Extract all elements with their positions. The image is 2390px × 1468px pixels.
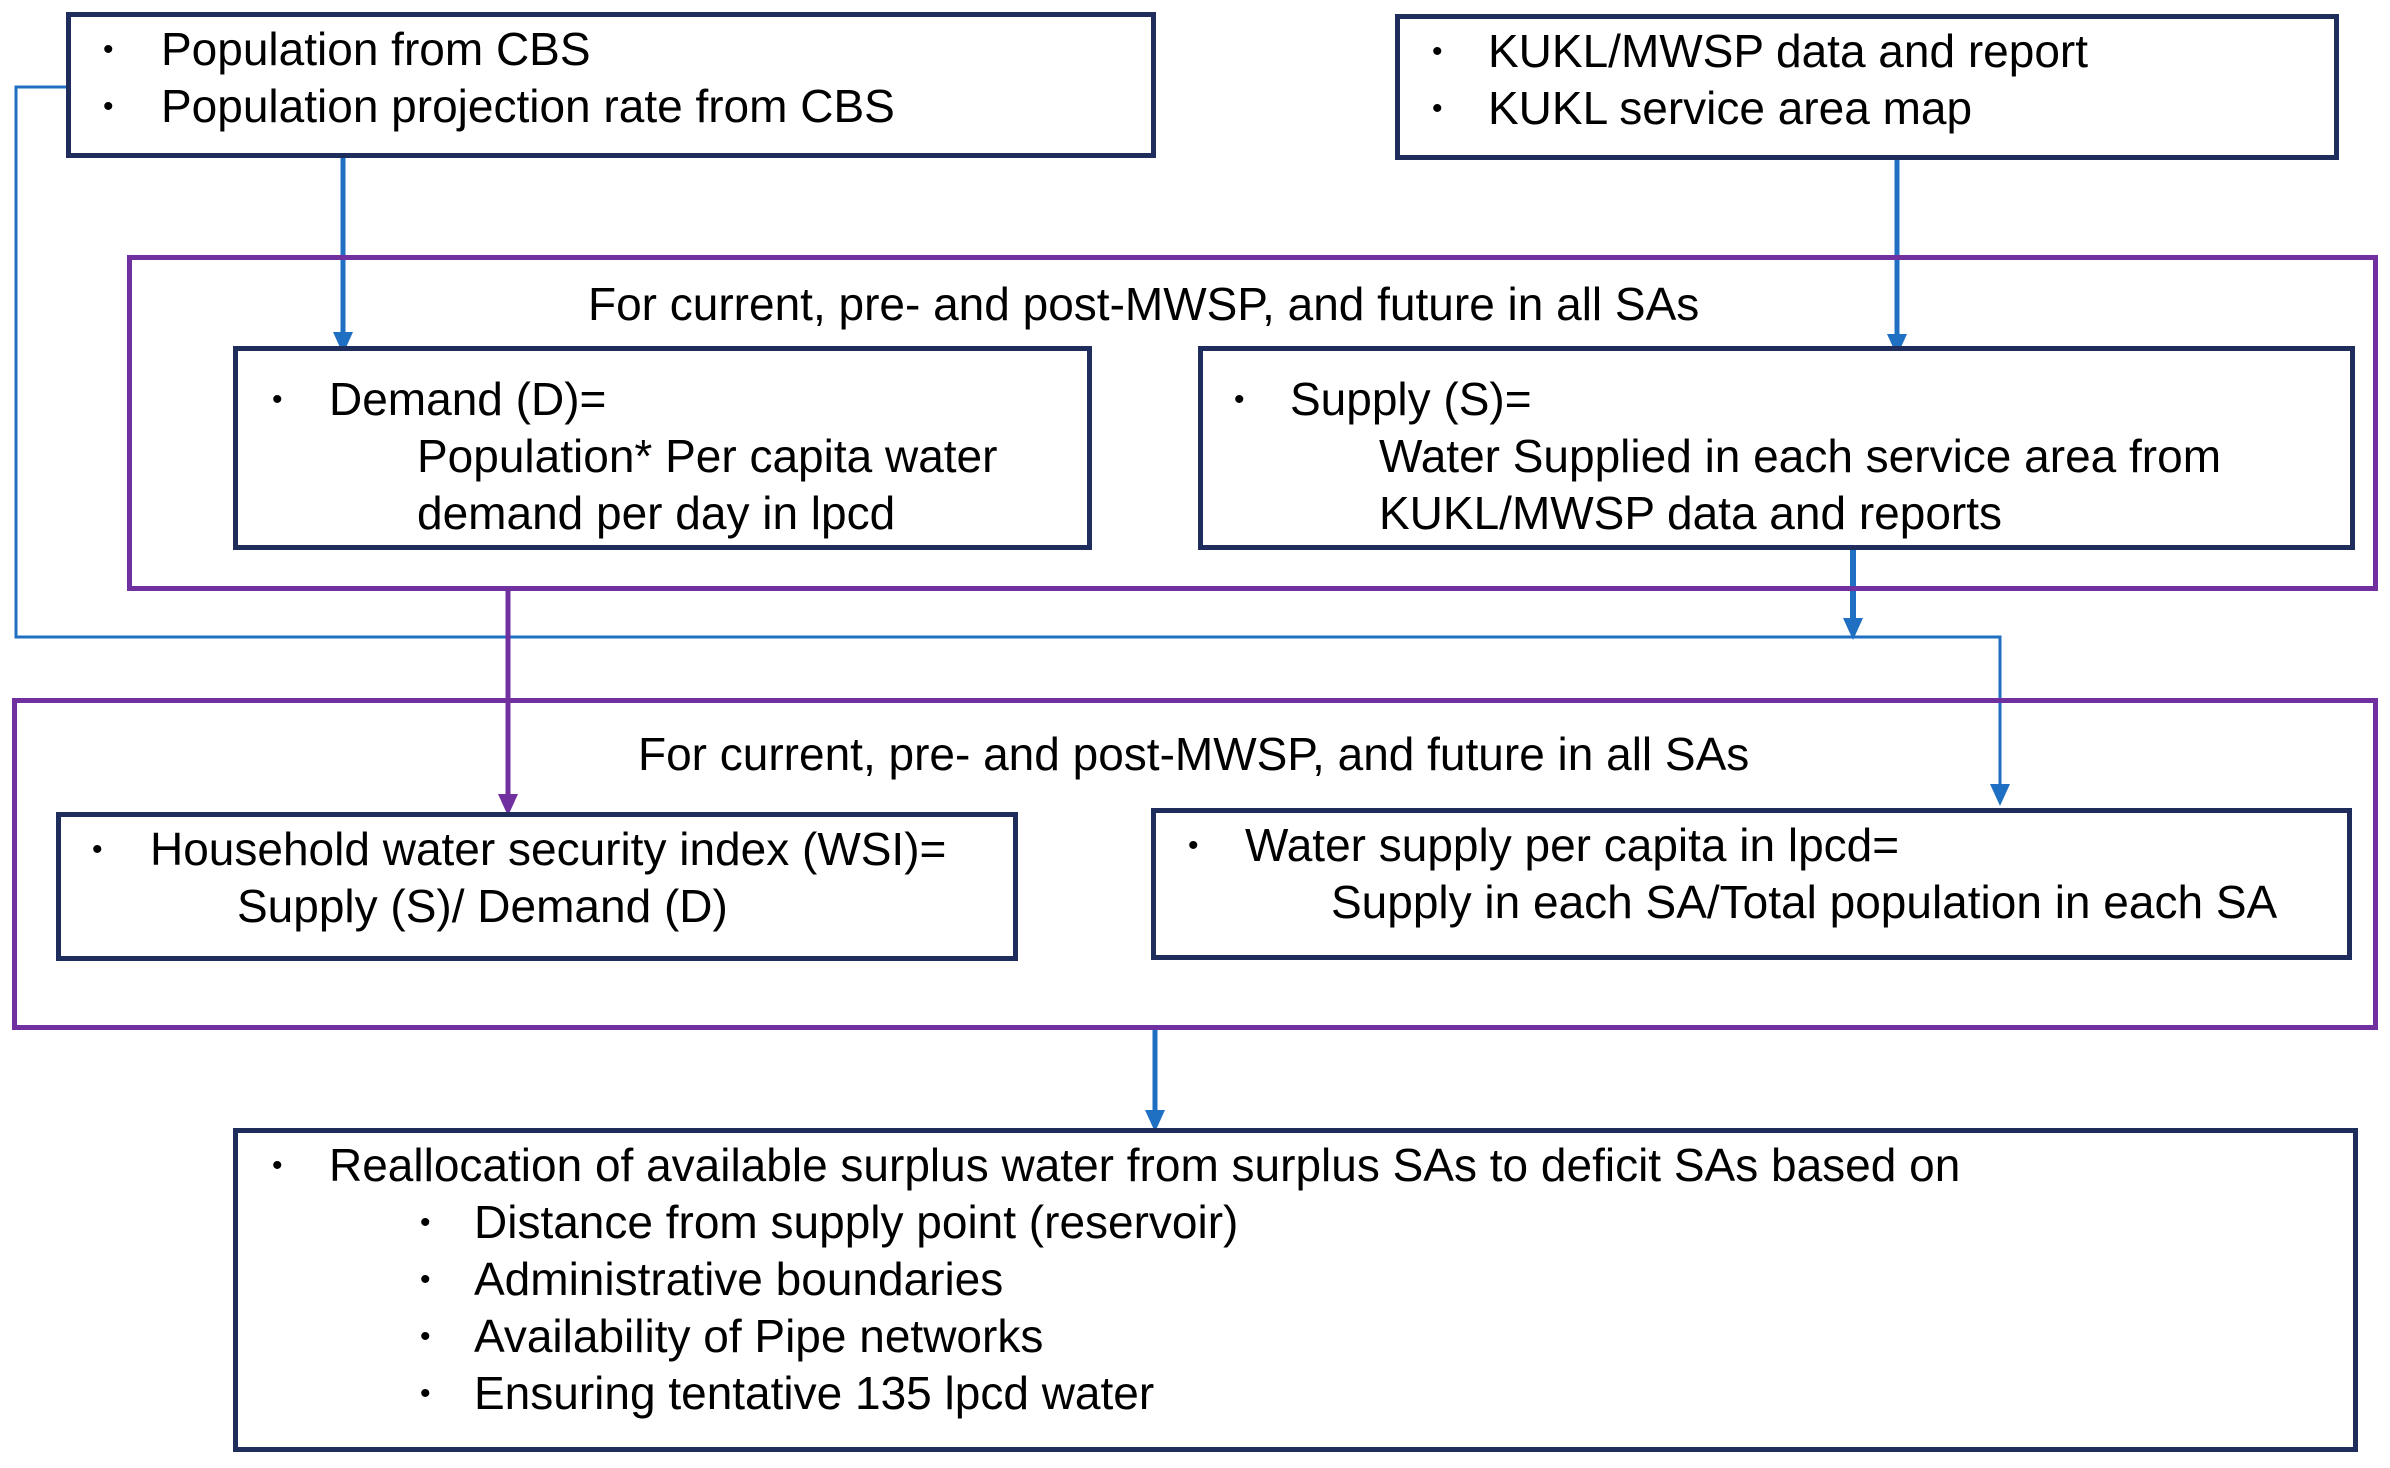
criterion-4: Ensuring tentative 135 lpcd water — [474, 1367, 1155, 1419]
criterion-2: Administrative boundaries — [474, 1253, 1004, 1305]
wsi-box: • Household water security index (WSI)= … — [56, 812, 1018, 961]
per-capita-label: Water supply per capita in lpcd= — [1245, 819, 1900, 871]
kukl-item-2: KUKL service area map — [1488, 82, 1973, 134]
demand-line-1: Population* Per capita water — [417, 430, 998, 482]
supply-line-1: Water Supplied in each service area from — [1379, 430, 2222, 482]
demand-box: • Demand (D)= Population* Per capita wat… — [233, 346, 1092, 550]
reallocation-label: Reallocation of available surplus water … — [329, 1139, 1961, 1191]
supply-box: • Supply (S)= Water Supplied in each ser… — [1198, 346, 2355, 550]
kukl-item-1: KUKL/MWSP data and report — [1488, 25, 2088, 77]
bullet: • — [1188, 829, 1199, 862]
bullet: • — [92, 833, 103, 866]
per-capita-box: • Water supply per capita in lpcd= Suppl… — [1151, 808, 2352, 960]
demand-label: Demand (D)= — [329, 373, 607, 425]
bullet: • — [420, 1377, 431, 1410]
bullet: • — [420, 1263, 431, 1296]
criterion-1: Distance from supply point (reservoir) — [474, 1196, 1239, 1248]
kukl-source-box: • KUKL/MWSP data and report • KUKL servi… — [1395, 14, 2339, 160]
per-capita-line-1: Supply in each SA/Total population in ea… — [1331, 876, 2278, 928]
bullet: • — [1234, 383, 1245, 416]
cbs-item-2: Population projection rate from CBS — [161, 80, 895, 132]
bullet: • — [1432, 92, 1443, 125]
cbs-item-1: Population from CBS — [161, 23, 591, 75]
group-wsi-per-capita — [12, 698, 2378, 1030]
bullet: • — [420, 1206, 431, 1239]
group-demand-supply — [127, 255, 2378, 591]
bullet: • — [272, 383, 283, 416]
reallocation-box: • Reallocation of available surplus wate… — [233, 1128, 2358, 1452]
criterion-3: Availability of Pipe networks — [474, 1310, 1044, 1362]
supply-line-2: KUKL/MWSP data and reports — [1379, 487, 2002, 539]
demand-line-2: demand per day in lpcd — [417, 487, 896, 539]
supply-label: Supply (S)= — [1290, 373, 1532, 425]
bullet: • — [103, 90, 114, 123]
group2-heading: For current, pre- and post-MWSP, and fut… — [638, 728, 1750, 780]
bullet: • — [420, 1320, 431, 1353]
bullet: • — [1432, 35, 1443, 68]
bullet: • — [272, 1149, 283, 1182]
wsi-line-1: Supply (S)/ Demand (D) — [237, 880, 728, 932]
bullet: • — [103, 33, 114, 66]
group1-heading: For current, pre- and post-MWSP, and fut… — [588, 278, 1700, 330]
cbs-source-box: • Population from CBS • Population proje… — [66, 12, 1156, 158]
wsi-label: Household water security index (WSI)= — [150, 823, 947, 875]
